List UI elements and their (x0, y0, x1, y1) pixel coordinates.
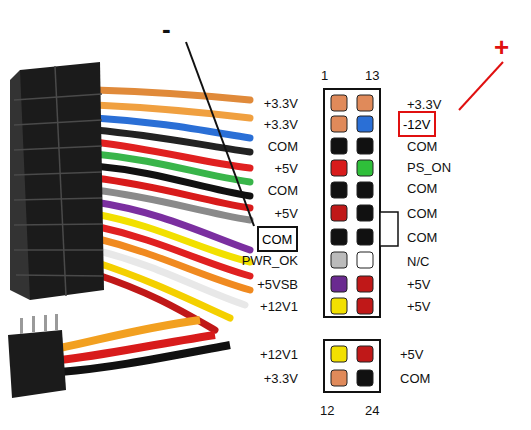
small-plug (8, 314, 230, 398)
pin-name: PWR_OK (242, 253, 298, 268)
pin-name: COM (407, 139, 437, 154)
pin-name: +5V (407, 299, 431, 314)
wire-bundle (95, 90, 250, 330)
pin-name: +5V (275, 161, 299, 176)
pin-name: PS_ON (407, 160, 451, 175)
pin-name: COM (262, 232, 292, 247)
plug-body (10, 62, 104, 300)
pin-name: COM (268, 183, 298, 198)
highlight-box: COM (257, 226, 298, 252)
pin-name: +12V1 (260, 299, 298, 314)
pin-number: 1 (321, 68, 328, 83)
highlight-box: -12V (398, 111, 436, 137)
leader-line (186, 42, 254, 226)
pin-number: 24 (365, 403, 379, 418)
pin-name: COM (268, 139, 298, 154)
pin-name: COM (407, 181, 437, 196)
pin-name: +5V (400, 347, 424, 362)
polarity-mark: - (162, 16, 171, 42)
pin-name: +3.3V (264, 117, 298, 132)
pin-name: +12V1 (260, 347, 298, 362)
pin-name: +3.3V (264, 96, 298, 111)
pin-name: +5V (407, 277, 431, 292)
pin-number: 13 (365, 68, 379, 83)
polarity-mark: + (494, 34, 509, 60)
pin-name: +5VSB (257, 277, 298, 292)
pinout-connector (324, 89, 398, 392)
leader-line (459, 62, 503, 110)
pin-name: COM (407, 230, 437, 245)
pin-name: N/C (407, 254, 429, 269)
pin-name: COM (400, 371, 430, 386)
pin-name: +3.3V (264, 371, 298, 386)
pin-name: COM (407, 206, 437, 221)
pin-name: +5V (275, 206, 299, 221)
pin-name: +3.3V (407, 97, 441, 112)
pin-name: -12V (403, 117, 430, 132)
pin-number: 12 (320, 403, 334, 418)
